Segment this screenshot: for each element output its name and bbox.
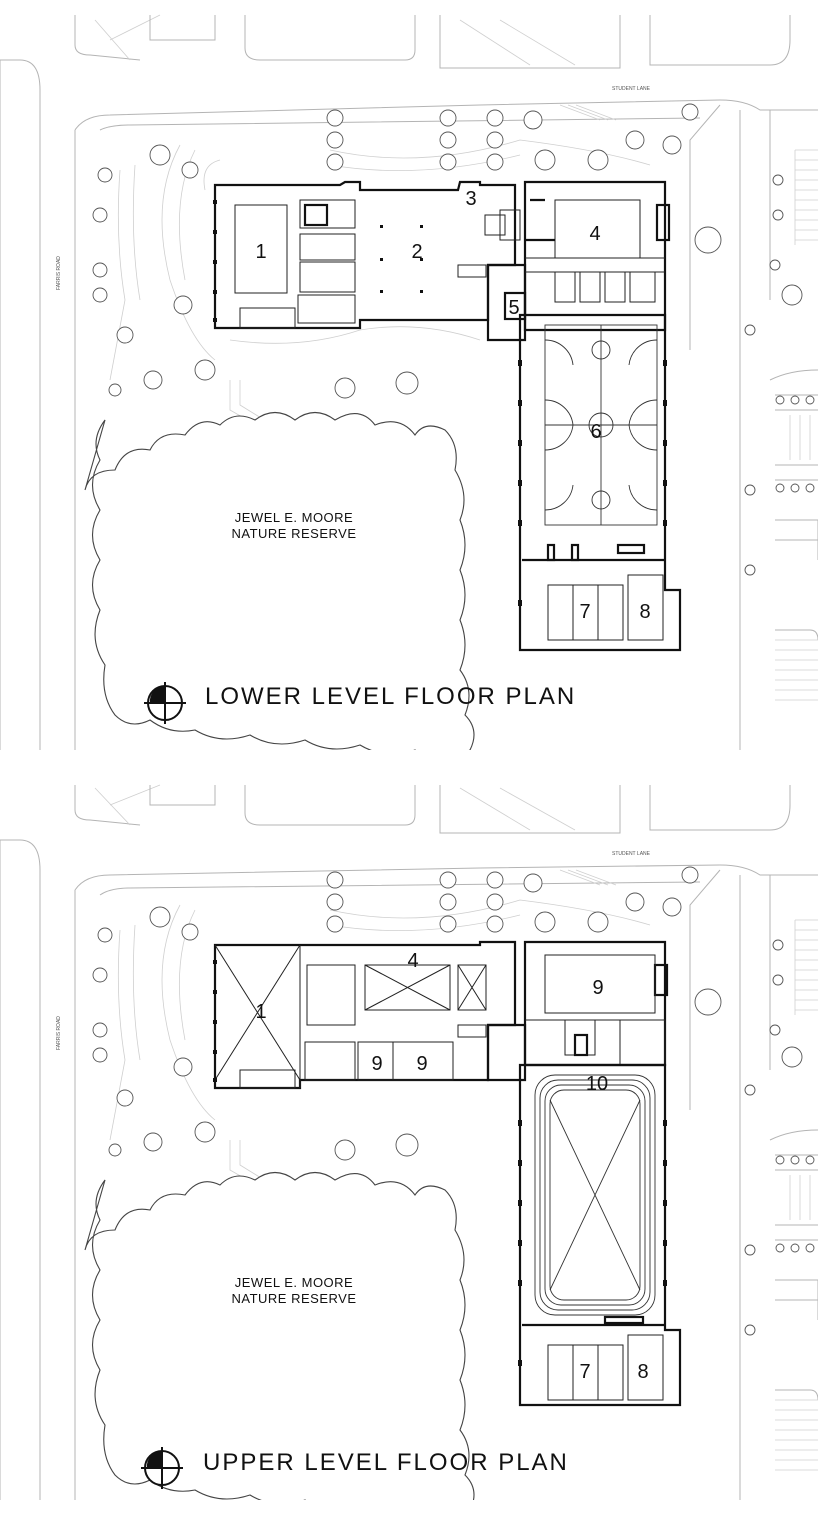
upper-level-drawing: STUDENT LANE FARRIS ROAD JEWEL E. MOORE … bbox=[0, 784, 818, 1500]
room-number-7: 7 bbox=[579, 1361, 590, 1383]
room-number-5: 5 bbox=[508, 297, 519, 319]
row-trees bbox=[143, 866, 699, 1161]
upper-level-title: UPPER LEVEL FLOOR PLAN bbox=[203, 1449, 569, 1476]
parking-trees bbox=[92, 927, 815, 1336]
room-number-1: 1 bbox=[255, 241, 266, 263]
room-number-1: 1 bbox=[255, 1001, 266, 1023]
reserve-label-line2: NATURE RESERVE bbox=[232, 526, 357, 541]
reserve-label-line2: NATURE RESERVE bbox=[232, 1291, 357, 1306]
room-number-9-west: 9 bbox=[371, 1053, 382, 1075]
parking-trees bbox=[92, 167, 815, 576]
reserve-label-line1: JEWEL E. MOORE bbox=[235, 510, 353, 525]
site-context: STUDENT LANE FARRIS ROAD bbox=[0, 784, 818, 1500]
street-label-student-lane: STUDENT LANE bbox=[612, 86, 651, 92]
nature-reserve-boundary bbox=[84, 1171, 475, 1500]
site-context: STUDENT LANE FARRIS ROAD bbox=[0, 14, 818, 750]
column-grid bbox=[213, 960, 667, 1366]
column-grid bbox=[213, 200, 667, 606]
north-arrow-icon bbox=[144, 682, 186, 724]
room-number-3: 3 bbox=[465, 188, 476, 210]
room-number-8: 8 bbox=[639, 601, 650, 623]
room-number-7: 7 bbox=[579, 601, 590, 623]
reserve-label-line1: JEWEL E. MOORE bbox=[235, 1275, 353, 1290]
room-number-6: 6 bbox=[590, 421, 601, 443]
room-number-8: 8 bbox=[637, 1361, 648, 1383]
lower-level-drawing: STUDENT LANE FARRIS ROAD JEWEL E. MOORE … bbox=[0, 14, 818, 750]
room-number-4: 4 bbox=[407, 950, 418, 972]
upper-level-sheet: STUDENT LANE FARRIS ROAD JEWEL E. MOORE … bbox=[0, 780, 818, 1530]
street-label-student-lane: STUDENT LANE bbox=[612, 851, 651, 857]
lower-level-title: LOWER LEVEL FLOOR PLAN bbox=[205, 683, 576, 710]
room-number-10: 10 bbox=[586, 1073, 608, 1095]
building-footprint-upper bbox=[213, 940, 682, 1407]
building-footprint-lower bbox=[213, 180, 682, 652]
room-number-4: 4 bbox=[589, 223, 600, 245]
north-arrow-icon bbox=[141, 1447, 183, 1489]
room-number-9-east: 9 bbox=[592, 977, 603, 999]
street-label-farris-road: FARRIS ROAD bbox=[56, 256, 62, 290]
large-trees bbox=[694, 988, 803, 1068]
room-number-9-middle: 9 bbox=[416, 1053, 427, 1075]
row-trees bbox=[143, 103, 699, 399]
room-number-2: 2 bbox=[411, 241, 422, 263]
lower-level-sheet: STUDENT LANE FARRIS ROAD JEWEL E. MOORE … bbox=[0, 0, 818, 750]
large-trees bbox=[694, 226, 803, 306]
street-label-farris-road: FARRIS ROAD bbox=[56, 1016, 62, 1050]
nature-reserve-boundary bbox=[84, 411, 475, 750]
